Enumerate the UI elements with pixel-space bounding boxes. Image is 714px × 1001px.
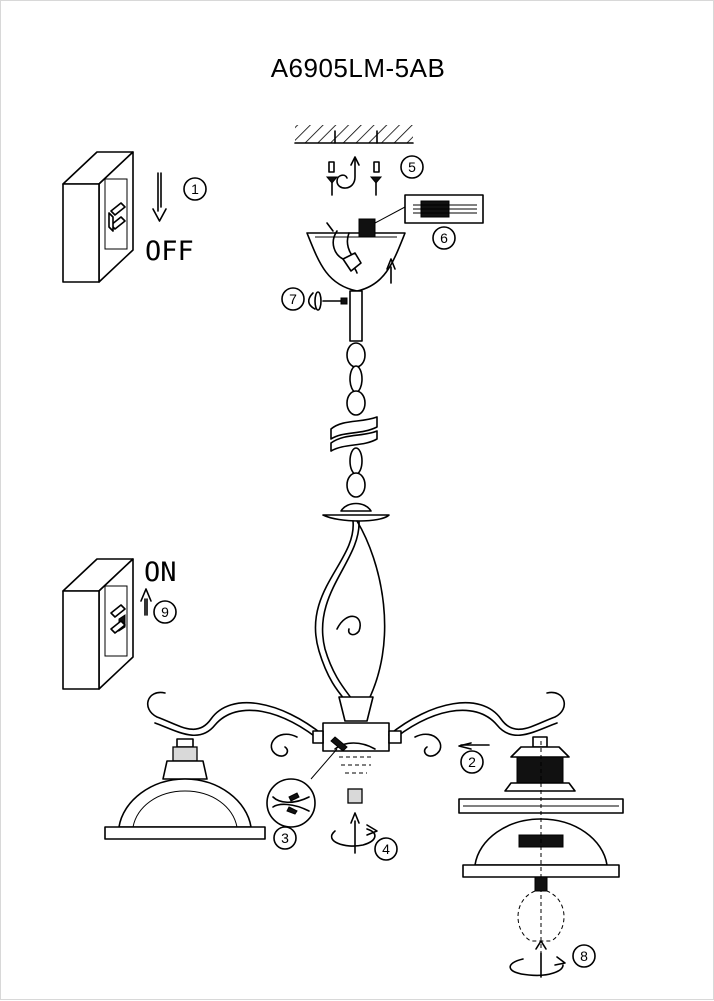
down-arrow-icon <box>152 172 167 222</box>
svg-text:9: 9 <box>161 604 169 620</box>
center-bulb <box>330 788 378 854</box>
svg-text:2: 2 <box>468 754 476 770</box>
step-3-badge: 3 <box>273 826 297 850</box>
off-label: OFF <box>145 236 194 267</box>
step-4-badge: 4 <box>374 837 398 861</box>
step-7-badge: 7 <box>281 287 305 311</box>
svg-text:6: 6 <box>440 230 448 246</box>
step-2-badge: 2 <box>460 750 484 774</box>
svg-text:7: 7 <box>289 291 297 307</box>
step-5-badge: 5 <box>400 155 424 179</box>
step-8-badge: 8 <box>572 944 596 968</box>
svg-text:5: 5 <box>408 159 416 175</box>
wall-switch-off <box>62 151 134 283</box>
svg-text:3: 3 <box>281 830 289 846</box>
step-9-badge: 9 <box>153 600 177 624</box>
ceiling-canopy <box>306 218 406 292</box>
left-arrow-icon <box>458 742 490 750</box>
chain-assembly <box>322 290 390 522</box>
canopy-screw <box>307 291 348 311</box>
right-lampholder <box>504 736 576 792</box>
light-bulb <box>517 876 565 950</box>
step-1-badge: 1 <box>183 177 207 201</box>
up-arrow-icon <box>140 588 152 616</box>
on-label: ON <box>144 557 177 588</box>
model-title: A6905LM-5AB <box>270 53 446 83</box>
svg-text:8: 8 <box>580 948 588 964</box>
wall-switch-on <box>62 558 134 690</box>
svg-text:1: 1 <box>191 181 199 197</box>
ceiling-mount <box>294 125 414 196</box>
left-shade <box>104 738 266 840</box>
svg-text:4: 4 <box>382 841 390 857</box>
wire-connector-detail <box>266 748 338 828</box>
chandelier-frame <box>146 520 566 774</box>
terminal-block-detail <box>374 194 484 224</box>
step-6-badge: 6 <box>432 226 456 250</box>
rotate-icon-bulb <box>509 952 566 978</box>
